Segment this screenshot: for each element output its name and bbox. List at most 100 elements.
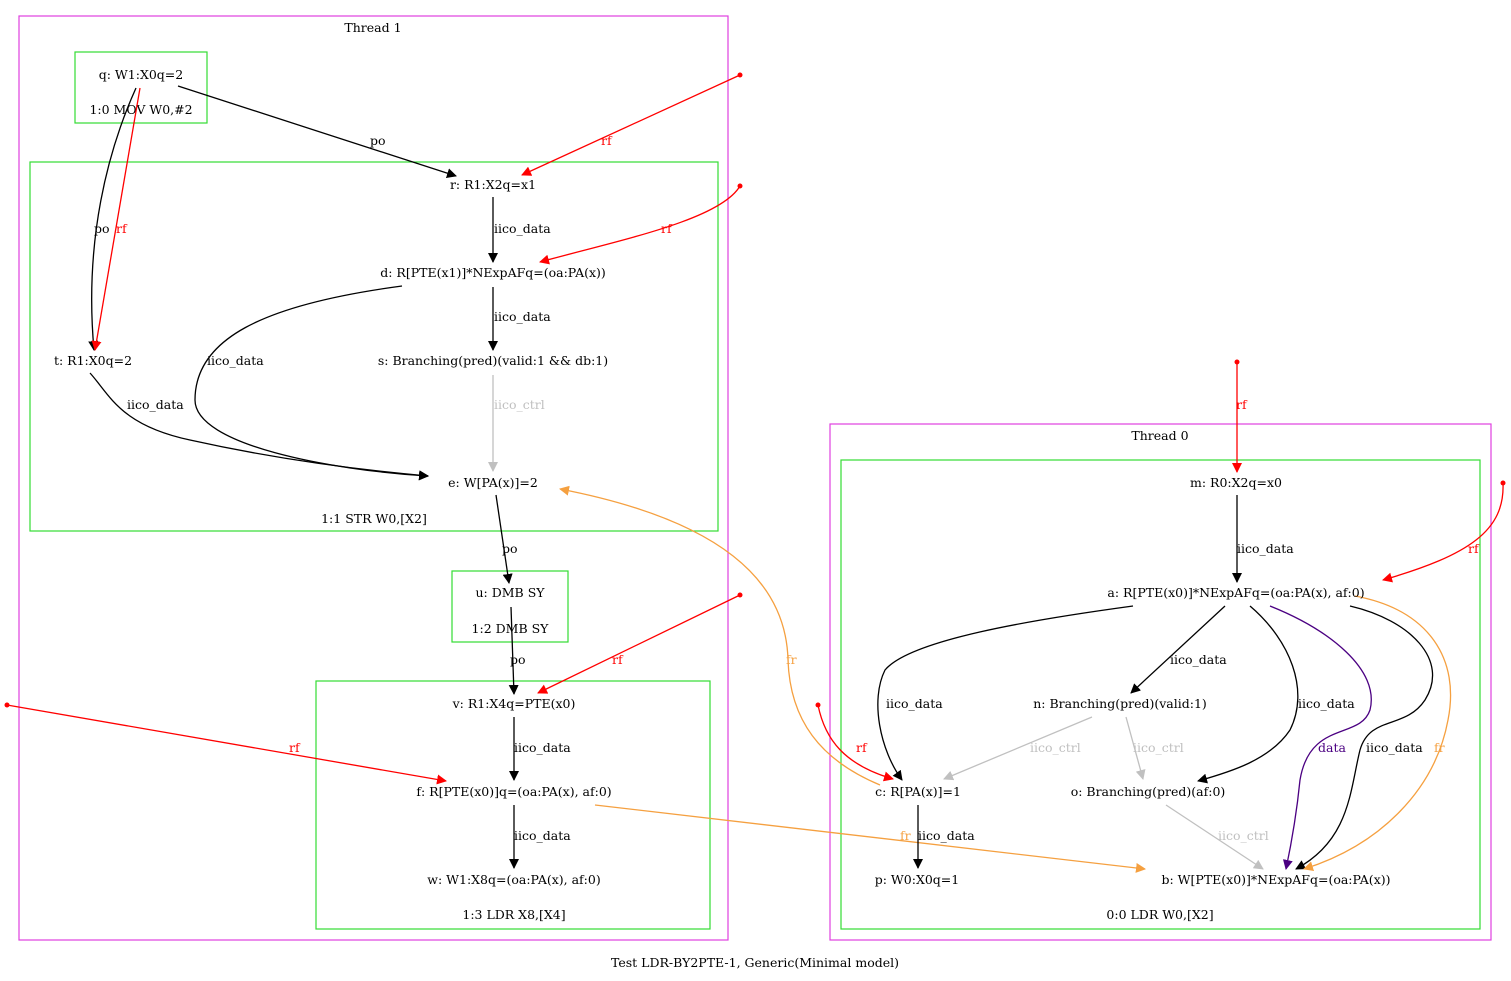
edge-a-n (1130, 605, 1226, 694)
group-instr-1-2: 1:2 DMB SY (451, 570, 569, 643)
group-instr-1-1: 1:1 STR W0,[X2] (29, 161, 719, 532)
edge-label-t-e: iico_data (127, 397, 184, 412)
node-p: p: W0:X0q=1 (875, 872, 959, 887)
external-sources (4, 72, 1506, 708)
edge-e-u (495, 494, 513, 584)
edge-label-q-t-rf: rf (116, 221, 128, 236)
edge-label-ext-d: rf (661, 221, 673, 236)
group-label: 1:3 LDR X8,[X4] (462, 907, 565, 922)
edge-label-r-d: iico_data (494, 221, 551, 236)
edge-q-t-rf (91, 87, 141, 351)
node-e: e: W[PA(x)]=2 (448, 475, 538, 490)
edge-label-a-b-fr: fr (1434, 740, 1445, 755)
node-u: u: DMB SY (475, 585, 545, 600)
group-label: 1:0 MOV W0,#2 (89, 102, 192, 117)
edge-ext-f (6, 704, 447, 785)
edge-o-b (1165, 804, 1264, 870)
edge-label-a-o: iico_data (1298, 696, 1355, 711)
node-f: f: R[PTE(x0)]q=(oa:PA(x), af:0) (416, 784, 611, 799)
node-q: q: W1:X0q=2 (99, 67, 183, 82)
edge-n-o (1125, 716, 1146, 780)
edge-label-o-b: iico_ctrl (1218, 828, 1269, 843)
edge-q-t-po (88, 87, 137, 351)
node-n: n: Branching(pred)(valid:1) (1033, 696, 1207, 711)
edge-label-f-w: iico_data (514, 828, 571, 843)
node-c: c: R[PA(x)]=1 (875, 784, 961, 799)
edge-label-a-n: iico_data (1170, 652, 1227, 667)
edge-ext-v (537, 594, 741, 694)
node-m: m: R0:X2q=x0 (1190, 475, 1282, 490)
group-label: 1:2 DMB SY (472, 621, 550, 636)
edge-ext-r (521, 74, 741, 176)
edge-f-b (594, 804, 1146, 873)
edge-label-a-c: iico_data (886, 696, 943, 711)
node-o: o: Branching(pred)(af:0) (1071, 784, 1226, 799)
group-label: 1:1 STR W0,[X2] (321, 511, 427, 526)
edge-label-c-p: iico_data (918, 828, 975, 843)
cluster-label: Thread 0 (1131, 428, 1188, 443)
edge-label-ext-m: rf (1236, 397, 1248, 412)
edge-d-e (194, 285, 429, 481)
edge-label-n-c: iico_ctrl (1030, 740, 1081, 755)
node-v: v: R1:X4q=PTE(x0) (452, 696, 576, 711)
edge-ext-a (1382, 482, 1504, 583)
edges (6, 74, 1504, 873)
edge-label-q-r: po (370, 133, 386, 148)
edge-ext-d (539, 185, 741, 265)
edge-label-a-b-data: data (1318, 740, 1346, 755)
edge-labels: po po rf rf iico_data rf iico_data iico_… (94, 133, 1480, 843)
edge-a-o (1197, 605, 1299, 784)
source-dot (737, 592, 743, 598)
group-instr-1-0: 1:0 MOV W0,#2 (74, 51, 208, 124)
edge-label-f-b: fr (900, 828, 911, 843)
node-a: a: R[PTE(x0)]*NExpAFq=(oa:PA(x), af:0) (1107, 585, 1364, 600)
edge-ext-c (817, 704, 894, 782)
edge-q-r (177, 85, 457, 178)
edge-label-c-e: fr (786, 652, 797, 667)
edge-t-e (89, 372, 429, 481)
group-instr-0-0: 0:0 LDR W0,[X2] (840, 459, 1481, 930)
edge-label-a-b-iico: iico_data (1366, 740, 1423, 755)
node-w: w: W1:X8q=(oa:PA(x), af:0) (427, 872, 600, 887)
source-dot (737, 72, 743, 78)
source-dot (1234, 359, 1240, 365)
edge-label-ext-c: rf (856, 740, 868, 755)
nodes: q: W1:X0q=2 r: R1:X2q=x1 d: R[PTE(x1)]*N… (54, 67, 1391, 887)
edge-label-ext-r: rf (601, 133, 613, 148)
source-dot (1500, 480, 1506, 486)
group-instr-1-3: 1:3 LDR X8,[X4] (315, 680, 711, 930)
source-dot (737, 183, 743, 189)
source-dot (815, 702, 821, 708)
edge-label-u-v: po (510, 652, 526, 667)
edge-a-b-fr (1303, 595, 1452, 872)
edge-label-ext-v: rf (612, 652, 624, 667)
edge-a-b-iico (1295, 605, 1434, 870)
edge-label-d-e: iico_data (207, 353, 264, 368)
edge-a-b-data (1269, 605, 1372, 870)
edge-label-e-u: po (502, 541, 518, 556)
edge-label-v-f: iico_data (514, 740, 571, 755)
node-r: r: R1:X2q=x1 (450, 177, 536, 192)
node-b: b: W[PTE(x0)]*NExpAFq=(oa:PA(x)) (1162, 872, 1391, 887)
edge-label-q-t-po: po (94, 221, 110, 236)
diagram-title: Test LDR-BY2PTE-1, Generic(Minimal model… (611, 955, 899, 970)
cluster-thread-1: Thread 1 (18, 15, 729, 941)
edge-label-m-a: iico_data (1237, 541, 1294, 556)
edge-label-d-s: iico_data (494, 309, 551, 324)
edge-label-n-o: iico_ctrl (1133, 740, 1184, 755)
cluster-label: Thread 1 (344, 20, 401, 35)
edge-label-ext-f: rf (289, 740, 301, 755)
node-d: d: R[PTE(x1)]*NExpAFq=(oa:PA(x)) (380, 265, 606, 280)
cluster-thread-0: Thread 0 (829, 423, 1492, 941)
edge-c-e (559, 485, 881, 786)
edge-label-ext-a: rf (1468, 541, 1480, 556)
group-label: 0:0 LDR W0,[X2] (1106, 907, 1213, 922)
node-s: s: Branching(pred)(valid:1 && db:1) (378, 353, 608, 368)
edge-label-s-e: iico_ctrl (494, 397, 545, 412)
node-t: t: R1:X0q=2 (54, 353, 132, 368)
edge-n-c (943, 716, 1093, 781)
edge-u-v (508, 606, 519, 695)
source-dot (4, 702, 10, 708)
edge-a-c (877, 605, 1134, 781)
